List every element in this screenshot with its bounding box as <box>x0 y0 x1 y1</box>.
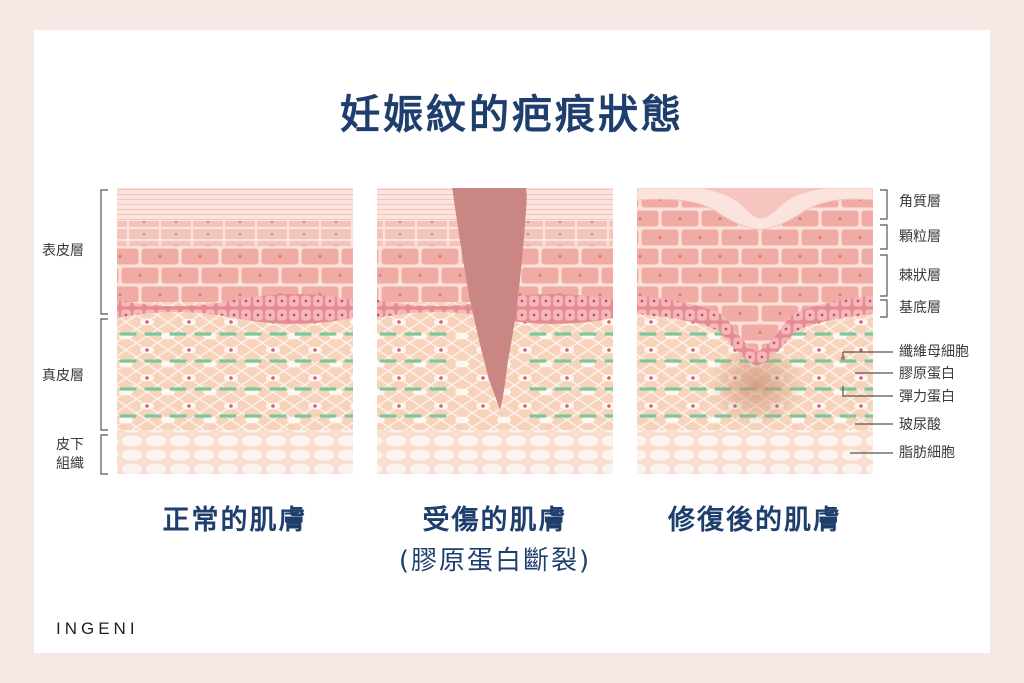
injured-skin-panel <box>377 188 613 474</box>
granulosum-label: 顆粒層 <box>899 229 941 245</box>
left-brackets <box>100 189 108 475</box>
subcutis-label-line2: 組織 <box>56 456 84 472</box>
hyaluronic-acid-label: 玻尿酸 <box>899 417 941 433</box>
right-brackets <box>842 189 893 454</box>
corneum-label: 角質層 <box>899 194 941 210</box>
epidermis-label: 表皮層 <box>42 243 84 259</box>
collagen-label: 膠原蛋白 <box>899 366 955 382</box>
page-title: 妊娠紋的疤痕狀態 <box>340 92 684 138</box>
elastin-label: 彈力蛋白 <box>899 389 955 405</box>
dermis-label: 真皮層 <box>42 368 84 384</box>
wound-tear <box>452 188 527 410</box>
collagen-fibers <box>119 332 353 418</box>
subcutis-label-line1: 皮下 <box>56 437 84 453</box>
injured-skin-label: 受傷的肌膚 <box>422 505 568 536</box>
normal-skin-panel <box>117 188 353 474</box>
repaired-skin-panel <box>637 188 873 474</box>
fibroblast-label: 纖維母細胞 <box>899 344 969 360</box>
broken-collagen-fibers <box>379 332 613 418</box>
repaired-skin-label: 修復後的肌膚 <box>668 505 842 536</box>
injured-skin-sublabel: (膠原蛋白斷裂) <box>398 546 592 576</box>
basale-label: 基底層 <box>899 300 941 316</box>
fat-cell-label: 脂肪細胞 <box>899 445 955 461</box>
normal-skin-label: 正常的肌膚 <box>162 505 308 536</box>
spinosum-label: 棘狀層 <box>899 268 941 284</box>
brand-logo: INGENI <box>56 619 139 638</box>
